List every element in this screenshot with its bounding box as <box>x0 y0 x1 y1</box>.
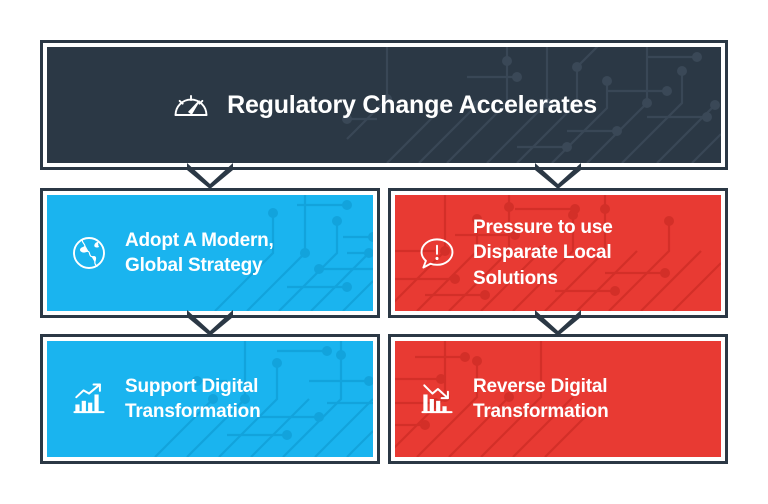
branch-content: Adopt A Modern, Global Strategy <box>69 228 274 278</box>
chevron-down-connector <box>535 310 581 336</box>
branch-title: Support Digital Transformation <box>125 375 261 422</box>
header-content: Regulatory Change Accelerates <box>171 85 597 125</box>
speedometer-icon <box>171 85 211 125</box>
chevron-down-connector <box>187 163 233 189</box>
branch-card-reverse-digital-transformation: Reverse Digital Transformation <box>388 334 728 464</box>
chevron-down-connector <box>187 310 233 336</box>
bar-chart-falling-icon <box>417 379 457 419</box>
branch-card-support-digital-transformation: Support Digital Transformation <box>40 334 380 464</box>
speech-bubble-alert-icon <box>417 233 457 273</box>
branch-card-body: Pressure to use Disparate Local Solution… <box>395 195 721 311</box>
chevron-down-connector <box>535 163 581 189</box>
branch-content: Pressure to use Disparate Local Solution… <box>417 215 613 290</box>
branch-title: Reverse Digital Transformation <box>473 375 609 422</box>
branch-card-body: Reverse Digital Transformation <box>395 341 721 457</box>
branch-title: Adopt A Modern, Global Strategy <box>125 229 274 276</box>
header-card: Regulatory Change Accelerates <box>40 40 728 170</box>
branch-card-body: Adopt A Modern, Global Strategy <box>47 195 373 311</box>
globe-icon <box>69 233 109 273</box>
branch-content: Reverse Digital Transformation <box>417 374 609 424</box>
branch-content: Support Digital Transformation <box>69 374 261 424</box>
branch-title: Pressure to use Disparate Local Solution… <box>473 217 613 289</box>
branch-card-pressure-disparate-local-solutions: Pressure to use Disparate Local Solution… <box>388 188 728 318</box>
branch-card-body: Support Digital Transformation <box>47 341 373 457</box>
header-card-body: Regulatory Change Accelerates <box>47 47 721 163</box>
header-title: Regulatory Change Accelerates <box>227 90 597 119</box>
bar-chart-rising-icon <box>69 379 109 419</box>
branch-card-adopt-modern-global-strategy: Adopt A Modern, Global Strategy <box>40 188 380 318</box>
